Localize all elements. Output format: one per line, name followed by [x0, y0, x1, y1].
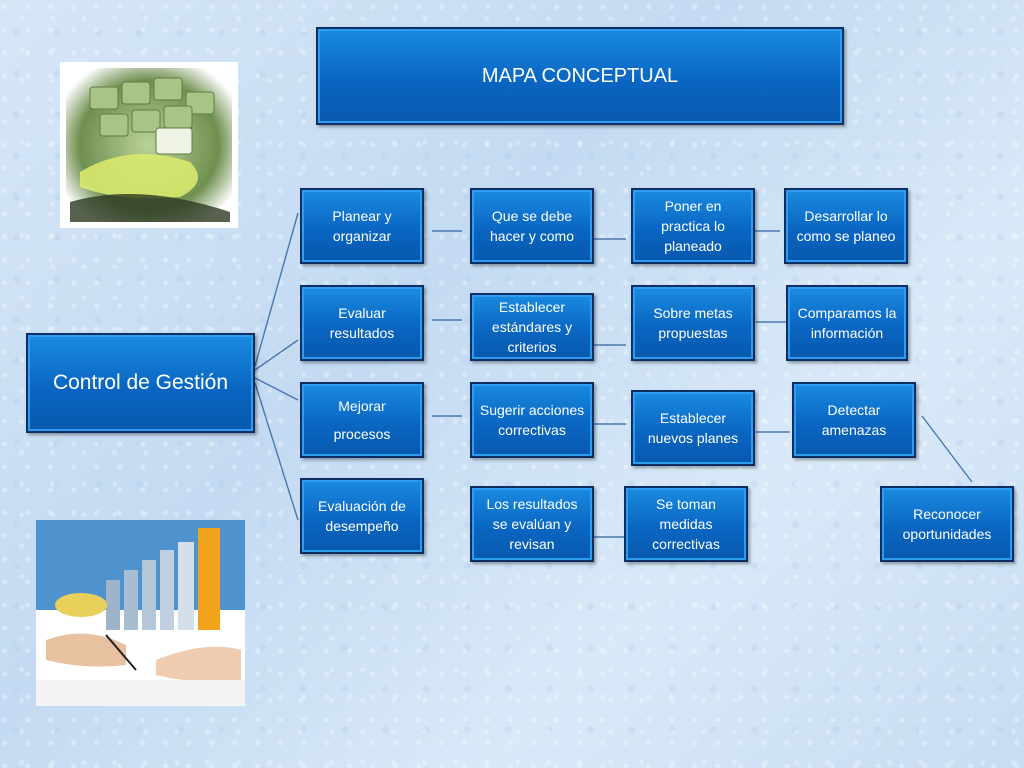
- connector: [255, 378, 298, 400]
- node-establecer-estandares: Establecer estándares y criterios: [470, 293, 594, 361]
- node-label: Establecer estándares y criterios: [478, 297, 586, 357]
- node-label: Planear y organizar: [308, 206, 416, 246]
- node-los-resultados: Los resultados se evalúan y revisan: [470, 486, 594, 562]
- node-label: Poner en practica lo planeado: [639, 196, 747, 256]
- node-planear: Planear y organizar: [300, 188, 424, 264]
- node-evaluacion-desempeno: Evaluación de desempeño: [300, 478, 424, 554]
- node-establecer-planes: Establecer nuevos planes: [631, 390, 755, 466]
- node-label: Los resultados se evalúan y revisan: [478, 494, 586, 554]
- page-title: MAPA CONCEPTUAL: [316, 27, 844, 125]
- node-label: Mejorar procesos: [308, 392, 416, 448]
- keyboard-photo: [60, 62, 238, 228]
- node-label: Comparamos la información: [794, 303, 900, 343]
- root-node-label: Control de Gestión: [53, 373, 228, 393]
- node-label: Sugerir acciones correctivas: [478, 400, 586, 440]
- node-sugerir: Sugerir acciones correctivas: [470, 382, 594, 458]
- node-label: Reconocer oportunidades: [888, 504, 1006, 544]
- node-sobre-metas: Sobre metas propuestas: [631, 285, 755, 361]
- node-evaluar: Evaluar resultados: [300, 285, 424, 361]
- connector: [922, 416, 972, 482]
- connector: [255, 383, 298, 520]
- node-label: Evaluación de desempeño: [308, 496, 416, 536]
- bar-chart-hands-photo: [36, 520, 245, 706]
- node-label: Sobre metas propuestas: [639, 303, 747, 343]
- node-label: Evaluar resultados: [308, 303, 416, 343]
- root-node: Control de Gestión: [26, 333, 255, 433]
- node-que-se-debe: Que se debe hacer y como: [470, 188, 594, 264]
- connector: [255, 213, 298, 366]
- node-reconocer: Reconocer oportunidades: [880, 486, 1014, 562]
- node-label: Se toman medidas correctivas: [632, 494, 740, 554]
- page-title-text: MAPA CONCEPTUAL: [482, 66, 678, 86]
- node-label: Establecer nuevos planes: [639, 408, 747, 448]
- node-detectar: Detectar amenazas: [792, 382, 916, 458]
- node-label: Detectar amenazas: [800, 400, 908, 440]
- node-label: Desarrollar lo como se planeo: [792, 206, 900, 246]
- node-mejorar: Mejorar procesos: [300, 382, 424, 458]
- node-poner-en-practica: Poner en practica lo planeado: [631, 188, 755, 264]
- node-desarrollar: Desarrollar lo como se planeo: [784, 188, 908, 264]
- node-se-toman-medidas: Se toman medidas correctivas: [624, 486, 748, 562]
- node-label: Que se debe hacer y como: [478, 206, 586, 246]
- node-comparamos: Comparamos la información: [786, 285, 908, 361]
